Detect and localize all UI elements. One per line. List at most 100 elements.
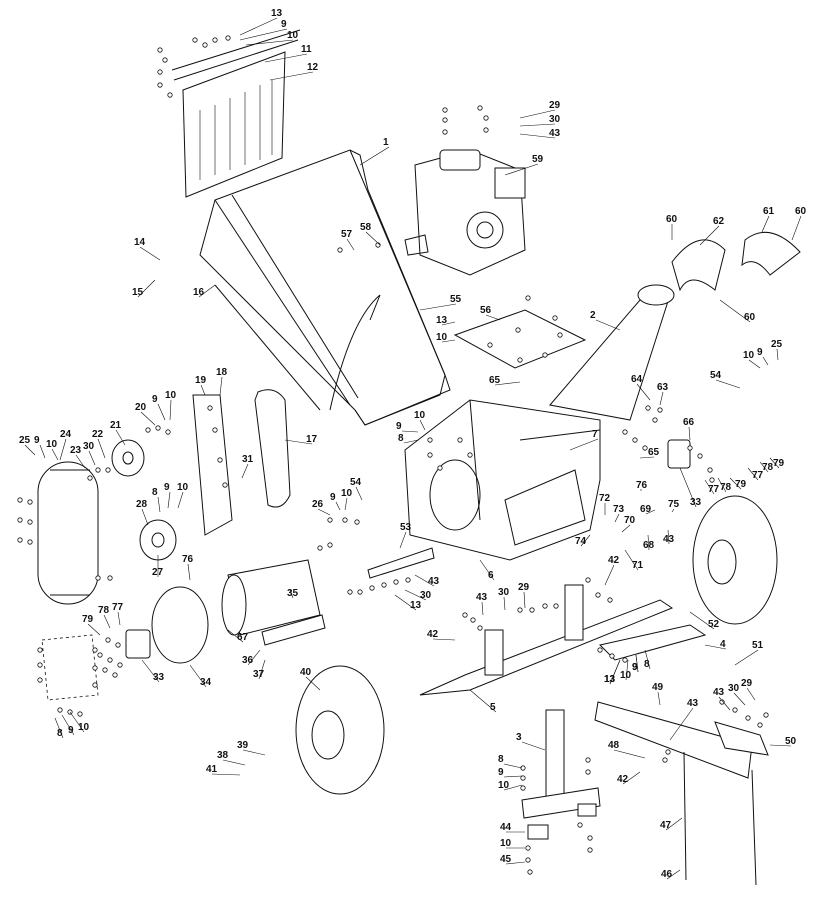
leader-line: [729, 477, 742, 490]
fastener-icon: [437, 465, 443, 471]
fastener-icon: [92, 647, 98, 653]
part-number-p9d: 9: [34, 435, 40, 446]
fastener-icon: [95, 575, 101, 581]
fastener-icon: [212, 427, 218, 433]
part-callouts: 1234567888889999999999910101010101010101…: [19, 8, 807, 880]
part-number-p4: 4: [720, 639, 726, 650]
fastener-icon: [517, 607, 523, 613]
fastener-icon: [587, 835, 593, 841]
leader-line: [639, 456, 655, 459]
part-number-p48: 48: [608, 740, 620, 751]
fastener-icon: [585, 769, 591, 775]
fastener-icon: [542, 352, 548, 358]
leader-line: [414, 574, 435, 587]
fastener-icon: [162, 57, 168, 63]
leader-line: [762, 356, 769, 366]
part-number-p61: 61: [763, 206, 775, 217]
part-number-p58: 58: [360, 222, 372, 233]
fastener-icon: [525, 845, 531, 851]
fastener-icon: [37, 647, 43, 653]
fastener-icon: [17, 517, 23, 523]
leader-line: [479, 559, 495, 581]
leader-line: [667, 529, 670, 545]
part-number-p39: 39: [237, 740, 249, 751]
fastener-icon: [17, 537, 23, 543]
part-number-p10c: 10: [743, 350, 755, 361]
leader-line: [432, 638, 456, 641]
axle-frame: [419, 584, 707, 696]
part-number-p10d: 10: [165, 390, 177, 401]
fastener-icon: [165, 429, 171, 435]
part-number-p66: 66: [683, 417, 695, 428]
leader-line: [88, 450, 96, 466]
part-number-p9k: 9: [632, 662, 638, 673]
leader-line: [404, 589, 427, 601]
support-stand: [521, 709, 601, 819]
leader-line: [746, 687, 756, 701]
leader-line: [481, 601, 484, 616]
leader-line: [258, 659, 266, 680]
fastener-icon: [212, 37, 218, 43]
leader-line: [503, 784, 523, 791]
part-number-p49: 49: [652, 682, 664, 693]
leader-line: [645, 509, 656, 515]
fastener-icon: [317, 545, 323, 551]
part-number-p10l: 10: [500, 838, 512, 849]
part-number-p78c: 78: [98, 605, 110, 616]
part-number-p8b: 8: [152, 487, 158, 498]
part-number-p9h: 9: [632, 662, 638, 673]
fastener-icon: [427, 437, 433, 443]
part-number-p8d: 8: [57, 728, 63, 739]
engine-mount-plate: [453, 309, 587, 369]
leader-line: [644, 649, 651, 670]
part-number-p50: 50: [785, 736, 797, 747]
part-number-p24: 24: [60, 429, 72, 440]
leader-line: [613, 749, 646, 759]
part-number-p62: 62: [713, 216, 725, 227]
fastener-icon: [105, 467, 111, 473]
fastener-icon: [381, 582, 387, 588]
part-number-p3: 3: [516, 732, 522, 743]
fastener-icon: [707, 467, 713, 473]
leader-line: [157, 403, 166, 421]
part-number-p79b: 79: [773, 458, 785, 469]
part-number-p30b: 30: [83, 441, 95, 452]
fastener-icon: [217, 457, 223, 463]
part-number-p28: 28: [136, 499, 148, 510]
leader-line: [115, 429, 126, 446]
fastener-icon: [763, 712, 769, 718]
leader-line: [485, 314, 501, 321]
part-number-p78b: 78: [762, 462, 774, 473]
leader-line: [139, 246, 161, 261]
part-number-p13e: 13: [604, 674, 616, 685]
part-number-p10g: 10: [177, 482, 189, 493]
fastener-icon: [192, 37, 198, 43]
leader-line: [759, 461, 769, 473]
leader-line: [523, 591, 526, 609]
part-number-p55: 55: [450, 294, 462, 305]
part-number-p9c: 9: [152, 394, 158, 405]
part-number-p9j: 9: [498, 767, 504, 778]
leader-line: [167, 491, 171, 509]
part-number-p8e: 8: [498, 754, 504, 765]
part-number-p5: 5: [490, 702, 496, 713]
leader-line: [247, 649, 261, 666]
rubber-foot-2: [577, 803, 597, 817]
part-number-p43c: 43: [428, 576, 440, 587]
leader-line: [189, 664, 207, 688]
fastener-icon: [517, 357, 523, 363]
fastener-icon: [107, 575, 113, 581]
part-number-p27: 27: [152, 567, 164, 578]
part-number-p54a: 54: [710, 370, 722, 381]
leader-line: [419, 419, 426, 431]
leader-line: [503, 763, 523, 769]
part-number-p9g: 9: [330, 492, 336, 503]
part-number-p13c: 13: [410, 600, 422, 611]
leader-line: [187, 563, 191, 581]
fastener-icon: [520, 785, 526, 791]
fastener-icon: [427, 452, 433, 458]
part-number-p69: 69: [640, 504, 652, 515]
fastener-icon: [745, 715, 751, 721]
part-number-p76b: 76: [182, 554, 194, 565]
part-number-p9b: 9: [757, 347, 763, 358]
